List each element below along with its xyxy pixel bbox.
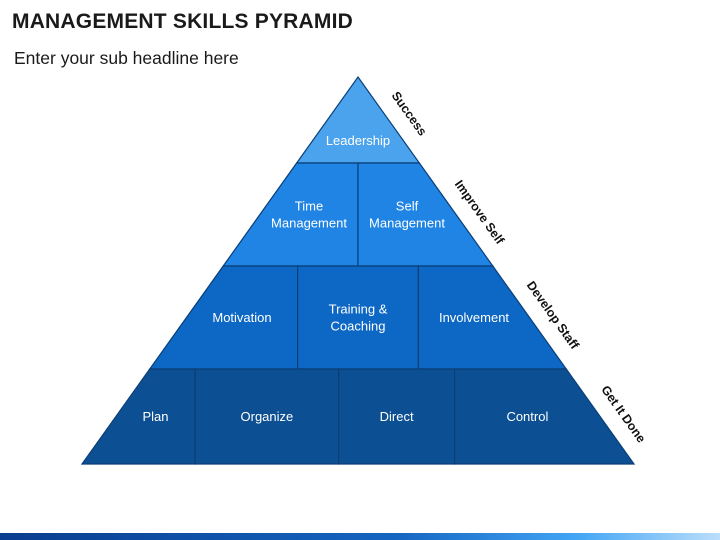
pyramid-cell-label: Involvement <box>439 310 509 325</box>
pyramid-cell-label: Leadership <box>326 133 390 148</box>
pyramid-cell-label: Control <box>506 409 548 424</box>
footer-accent-bar <box>0 533 720 540</box>
pyramid-cell-label: Direct <box>380 409 414 424</box>
pyramid-cell <box>297 265 419 370</box>
pyramid-cell-label: Coaching <box>331 319 386 334</box>
page-subtitle: Enter your sub headline here <box>14 48 239 68</box>
pyramid-cell <box>222 162 359 267</box>
pyramid-cell-label: Motivation <box>212 310 271 325</box>
pyramid-cell-label: Management <box>271 216 347 231</box>
pyramid-cell-label: Organize <box>241 409 294 424</box>
pyramid-cell-label: Time <box>295 199 323 214</box>
pyramid-cell-label: Management <box>369 216 445 231</box>
page-title: MANAGEMENT SKILLS PYRAMID <box>12 10 353 33</box>
pyramid-cell-label: Self <box>396 199 419 214</box>
pyramid-cell-label: Plan <box>142 409 168 424</box>
pyramid-cell-label: Training & <box>329 302 388 317</box>
pyramid-cell <box>454 368 636 465</box>
pyramid-cell <box>80 368 196 465</box>
